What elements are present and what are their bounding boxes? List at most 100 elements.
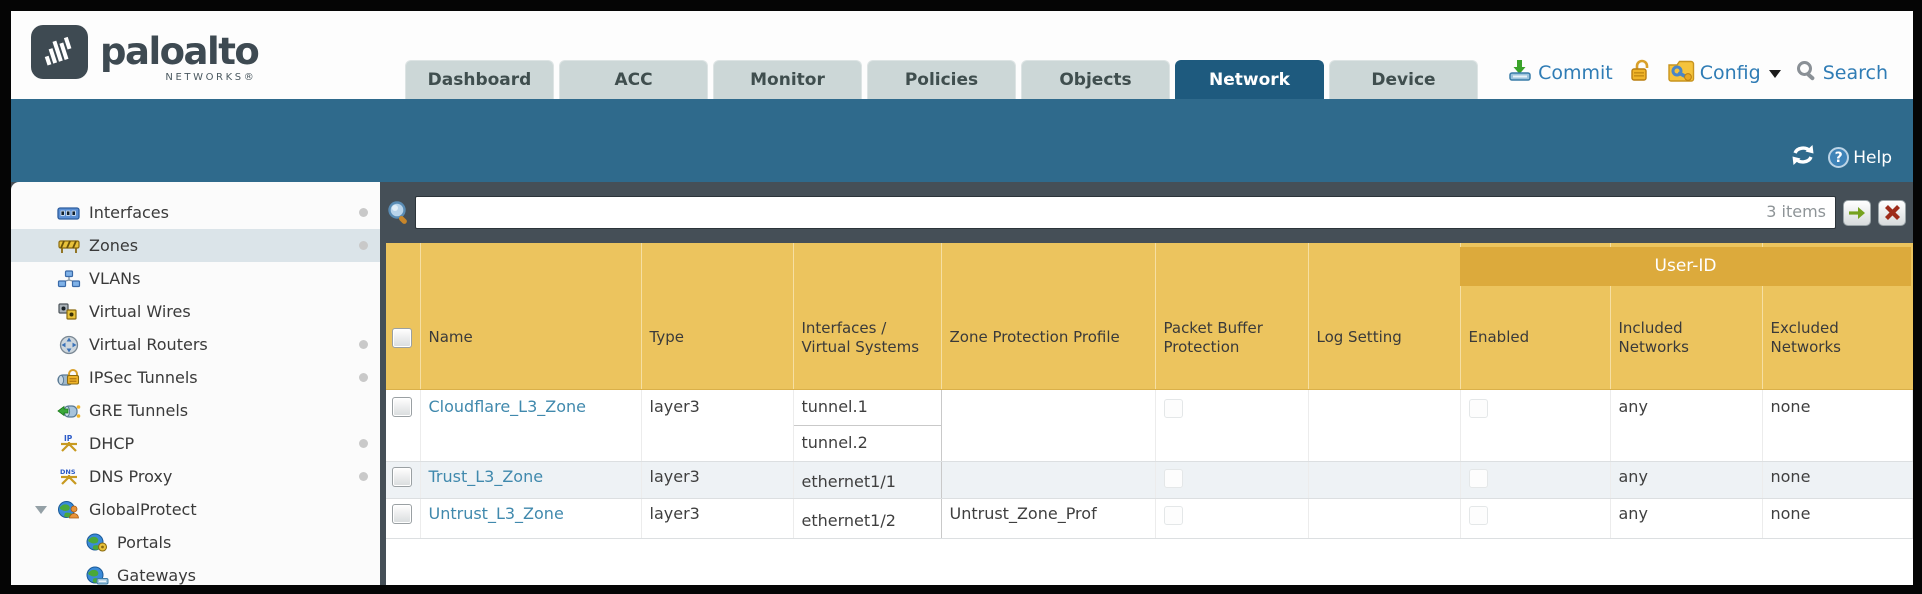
clear-filter-button[interactable] [1878, 199, 1906, 226]
help-link[interactable]: Help [1853, 147, 1892, 168]
sidebar-item-globalprotect[interactable]: GlobalProtect [11, 493, 380, 526]
interface-entry: ethernet1/1 [801, 471, 896, 491]
col-header-interfaces[interactable]: Interfaces / Virtual Systems [793, 243, 942, 390]
svg-text:IP: IP [64, 434, 73, 443]
status-dot [359, 439, 368, 448]
sidebar-item-label: DHCP [89, 434, 135, 453]
sidebar-item-label: Virtual Wires [89, 302, 191, 321]
svg-text:DNS: DNS [60, 468, 76, 476]
log-setting [1308, 498, 1461, 539]
col-header-log-setting[interactable]: Log Setting [1308, 243, 1461, 390]
paloalto-logo-icon [31, 25, 88, 79]
zones-icon [57, 236, 81, 256]
gateways-icon [85, 566, 109, 586]
collapse-triangle-icon[interactable] [35, 506, 47, 514]
tab-policies[interactable]: Policies [867, 60, 1016, 99]
refresh-icon[interactable] [1790, 143, 1816, 172]
config-menu[interactable]: Config [1699, 62, 1761, 84]
tab-device[interactable]: Device [1329, 60, 1478, 99]
zone-interfaces: tunnel.1 tunnel.2 [792, 389, 942, 462]
row-checkbox[interactable] [392, 466, 412, 487]
col-header-type[interactable]: Type [641, 243, 794, 390]
zone-name-link[interactable]: Trust_L3_Zone [428, 466, 544, 486]
packet-buffer-checkbox[interactable] [1163, 505, 1183, 525]
col-header-packet-buffer-protection[interactable]: Packet Buffer Protection [1155, 243, 1309, 390]
userid-enabled-checkbox[interactable] [1468, 398, 1488, 418]
tab-dashboard[interactable]: Dashboard [405, 60, 554, 99]
config-icon[interactable] [1667, 58, 1696, 89]
sidebar-item-virtual-wires[interactable]: Virtual Wires [11, 295, 380, 328]
sidebar-item-label: VLANs [89, 269, 141, 288]
filter-input[interactable] [415, 196, 1836, 229]
sidebar-item-portals[interactable]: Portals [11, 526, 380, 559]
brand-name: paloalto [100, 30, 260, 73]
sidebar-item-dns-proxy[interactable]: DNS DNS Proxy [11, 460, 380, 493]
packet-buffer-checkbox[interactable] [1163, 398, 1183, 418]
items-count: 3 items [1766, 202, 1826, 221]
user-id-group-header: User-ID [1460, 247, 1911, 286]
included-networks: any [1610, 498, 1763, 539]
zone-interfaces: ethernet1/2 [792, 498, 942, 539]
sidebar-item-label: Zones [89, 236, 139, 255]
brand-subtitle: NETWORKS® [165, 72, 257, 83]
sidebar-item-interfaces[interactable]: Interfaces [11, 196, 380, 229]
help-icon[interactable]: ? [1828, 147, 1850, 168]
sidebar-item-dhcp[interactable]: IP DHCP [11, 427, 380, 460]
col-header-name[interactable]: Name [420, 243, 642, 390]
commit-icon[interactable] [1507, 57, 1534, 89]
select-all-header [386, 243, 421, 390]
interface-entry: ethernet1/2 [801, 510, 896, 530]
sidebar-item-label: Interfaces [89, 203, 169, 222]
userid-enabled-checkbox[interactable] [1468, 468, 1488, 488]
config-caret-icon[interactable] [1768, 70, 1781, 78]
tab-monitor[interactable]: Monitor [713, 60, 862, 99]
search-menu[interactable]: Search [1822, 62, 1888, 84]
search-icon[interactable] [1795, 59, 1819, 88]
apply-filter-button[interactable] [1843, 199, 1871, 226]
log-setting [1308, 389, 1461, 462]
top-header: paloalto NETWORKS® Dashboard ACC Monitor… [11, 11, 1913, 99]
status-dot [359, 241, 368, 250]
sidebar-item-label: IPSec Tunnels [89, 368, 198, 387]
status-dot [359, 208, 368, 217]
table-row: Untrust_L3_Zone layer3 ethernet1/2 Untru… [386, 498, 1913, 539]
sidebar-item-virtual-routers[interactable]: Virtual Routers [11, 328, 380, 361]
commit-button[interactable]: Commit [1538, 62, 1613, 84]
row-checkbox[interactable] [392, 396, 412, 417]
col-header-zone-protection-profile[interactable]: Zone Protection Profile [941, 243, 1156, 390]
tab-acc[interactable]: ACC [559, 60, 708, 99]
zones-table: User-ID Name Type Interfa [386, 243, 1913, 585]
excluded-networks: none [1762, 389, 1913, 462]
sidebar-item-ipsec-tunnels[interactable]: IPSec Tunnels [11, 361, 380, 394]
status-dot [359, 373, 368, 382]
zone-name-link[interactable]: Untrust_L3_Zone [428, 503, 564, 523]
tab-objects[interactable]: Objects [1021, 60, 1170, 99]
included-networks: any [1610, 461, 1763, 499]
zone-protection-profile [941, 461, 1156, 499]
select-all-checkbox[interactable] [392, 327, 412, 348]
packet-buffer-checkbox[interactable] [1163, 468, 1183, 488]
row-checkbox[interactable] [392, 503, 412, 524]
sidebar-item-label: Gateways [117, 566, 197, 585]
sidebar-item-vlans[interactable]: VLANs [11, 262, 380, 295]
sidebar-item-label: GRE Tunnels [89, 401, 189, 420]
lock-icon[interactable] [1629, 58, 1653, 89]
filter-search-icon [386, 199, 412, 227]
zone-interfaces: ethernet1/1 [792, 461, 942, 499]
virtual-wires-icon [57, 302, 81, 322]
filter-bar: 3 items [386, 182, 1913, 243]
userid-enabled-checkbox[interactable] [1468, 505, 1488, 525]
zones-pane: 3 items [380, 182, 1913, 585]
sidebar-item-gre-tunnels[interactable]: GRE Tunnels [11, 394, 380, 427]
interface-entry: tunnel.2 [793, 424, 941, 461]
sidebar-item-gateways[interactable]: Gateways [11, 559, 380, 585]
interfaces-icon [57, 203, 81, 223]
zone-name-link[interactable]: Cloudflare_L3_Zone [428, 396, 586, 416]
tab-network[interactable]: Network [1175, 60, 1324, 99]
dhcp-icon: IP [57, 434, 81, 454]
network-sidebar: Interfaces Zones [11, 182, 380, 585]
interface-entry: tunnel.1 [801, 396, 868, 416]
excluded-networks: none [1762, 461, 1913, 499]
zone-type: layer3 [641, 461, 794, 499]
sidebar-item-zones[interactable]: Zones [11, 229, 380, 262]
